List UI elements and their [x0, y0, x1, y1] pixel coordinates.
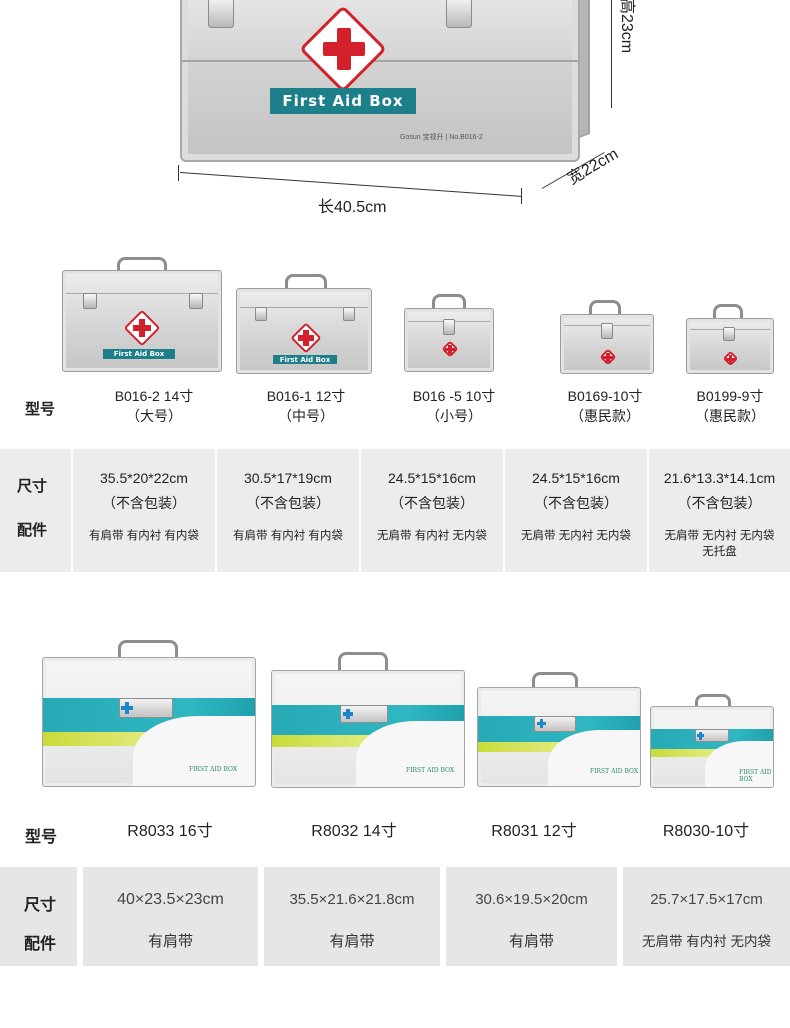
model-label-b016-5: B016 -5 10寸 （小号） [412, 388, 496, 424]
product-box-r8031: FIRST AID BOX [477, 687, 641, 787]
spec-cell: 24.5*15*16cm （不含包装） 无肩带 无内衬 无内袋 [503, 449, 647, 572]
spec-table-2-heading-col: 尺寸 配件 [0, 867, 77, 966]
hero-first-aid-label: First Aid Box [270, 88, 416, 114]
model-label-b0199: B0199-9寸 （惠民款） [695, 388, 765, 424]
product-box-b016-1: First Aid Box [236, 288, 372, 374]
hero-lid-seam [182, 60, 578, 62]
box-handle [532, 672, 578, 690]
model-label-r8033: R8033 16寸 [127, 823, 213, 840]
height-dimension-line [611, 0, 612, 108]
box-handle [338, 652, 388, 672]
spec-cell: 35.5*20*22cm （不含包装） 有肩带 有内衬 有内袋 [71, 449, 215, 572]
box-handle [589, 300, 621, 318]
spec-table-1-heading-col: 尺寸 配件 [0, 449, 71, 572]
spec-cell: 21.6*13.3*14.1cm （不含包装） 无肩带 无内衬 无内袋 无托盘 [647, 449, 790, 572]
box-handle [285, 274, 327, 292]
height-dimension-text: 高23cm [618, 0, 635, 54]
product-box-b016-2: First Aid Box [62, 270, 222, 372]
product-box-b0169 [560, 314, 654, 374]
accessories-heading: 配件 [24, 936, 57, 953]
red-cross-icon-h [323, 42, 365, 56]
hero-product-image: First Aid Box Gosun 宝视升 | No.B016-2 长40.… [0, 0, 790, 240]
length-dim-tick-right [521, 188, 522, 204]
first-aid-box-text: FIRST AID BOX [590, 768, 639, 775]
spec-cell: 25.7×17.5×17cm 无肩带 有内衬 无内袋 [623, 867, 790, 966]
size-heading: 尺寸 [24, 897, 57, 914]
product-box-r8033: FIRST AID BOX [42, 657, 256, 787]
product-box-r8030: FIRST AID BOX [650, 706, 774, 788]
first-aid-box-text: FIRST AID BOX [406, 767, 455, 774]
first-aid-box-text: FIRST AID BOX [739, 769, 772, 783]
hero-latch-left [208, 0, 234, 28]
hero-latch-right [446, 0, 472, 28]
length-dimension-text: 长40.5cm [318, 199, 387, 216]
hero-brand-text: Gosun 宝视升 | No.B016-2 [400, 134, 483, 141]
spec-cell: 40×23.5×23cm 有肩带 [83, 867, 258, 966]
product-box-b0199 [686, 318, 774, 374]
size-heading: 尺寸 [17, 478, 48, 495]
box-handle [713, 304, 743, 320]
spec-table-1: 尺寸 配件 35.5*20*22cm （不含包装） 有肩带 有内衬 有内袋 30… [0, 449, 790, 572]
spec-cell: 30.5*17*19cm （不含包装） 有肩带 有内衬 有内袋 [215, 449, 359, 572]
model-label-b016-1: B016-1 12寸 （中号） [266, 388, 346, 424]
model-heading: 型号 [25, 401, 56, 418]
length-dim-tick-left [178, 165, 179, 181]
first-aid-box-text: FIRST AID BOX [189, 766, 238, 773]
box-handle [117, 257, 167, 277]
spec-cell: 30.6×19.5×20cm 有肩带 [446, 867, 617, 966]
model-label-r8031: R8031 12寸 [491, 823, 577, 840]
box-handle [118, 640, 178, 662]
first-aid-label: First Aid Box [103, 349, 175, 359]
product-box-r8032: FIRST AID BOX [271, 670, 465, 788]
model-label-b016-2: B016-2 14寸 （大号） [114, 388, 194, 424]
hero-box-front [180, 0, 580, 162]
model-label-r8032: R8032 14寸 [311, 823, 397, 840]
model-label-r8030: R8030-10寸 [662, 823, 750, 840]
model-label-b0169: B0169-10寸 （惠民款） [567, 388, 643, 424]
product-box-b016-5 [404, 308, 494, 372]
box-handle [432, 294, 466, 312]
first-aid-label: First Aid Box [273, 355, 337, 364]
box-handle [695, 694, 731, 710]
accessories-heading: 配件 [17, 522, 48, 539]
model-heading: 型号 [25, 829, 58, 846]
spec-cell: 24.5*15*16cm （不含包装） 无肩带 有内衬 无内袋 [359, 449, 503, 572]
spec-cell: 35.5×21.6×21.8cm 有肩带 [264, 867, 440, 966]
